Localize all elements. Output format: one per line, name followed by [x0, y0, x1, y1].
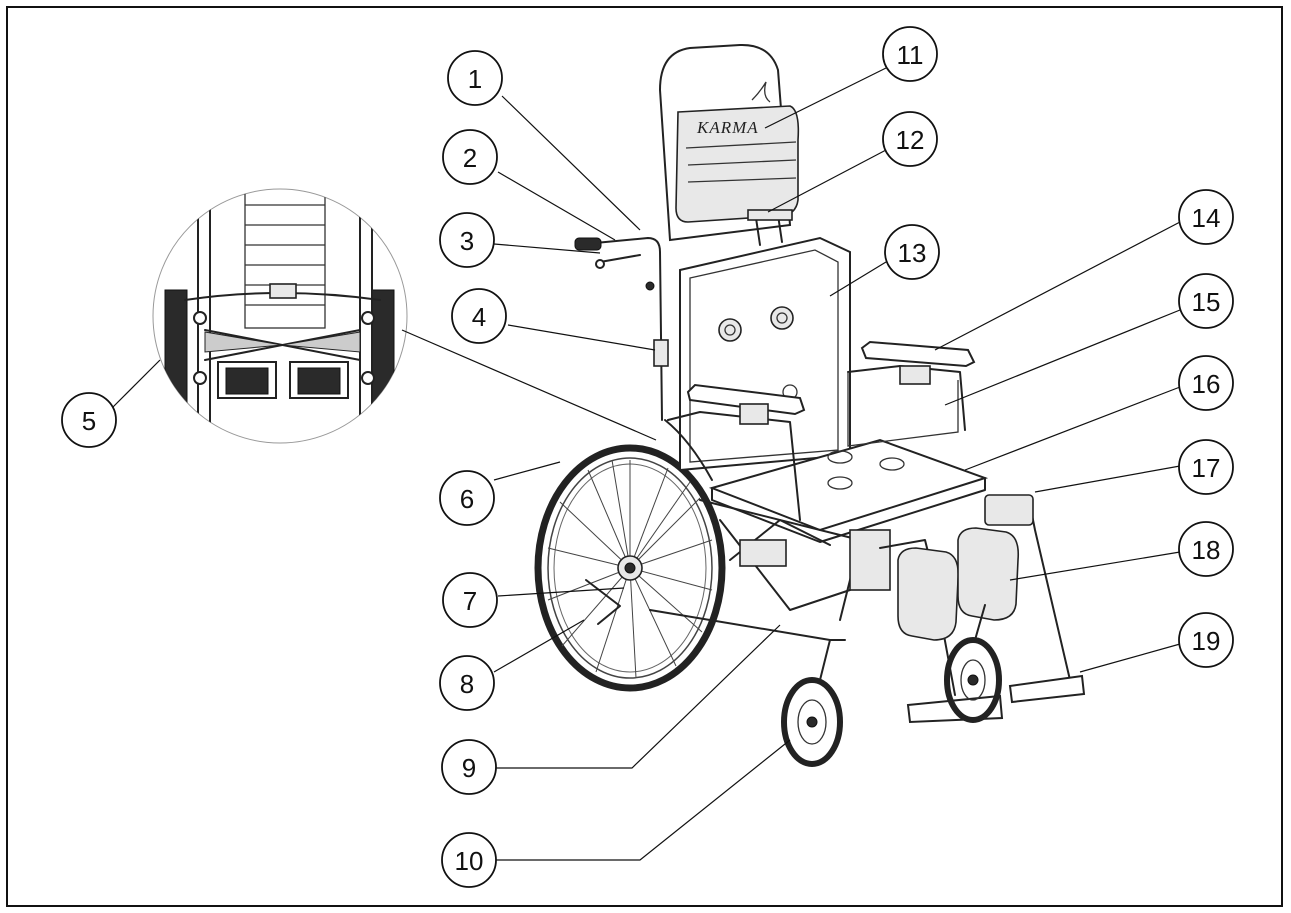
callout-3: 3 — [439, 212, 495, 268]
svg-text:6: 6 — [460, 484, 474, 514]
callout-6: 6 — [439, 470, 495, 526]
under-frame — [649, 499, 891, 641]
callout-4: 4 — [451, 288, 507, 344]
callout-12: 12 — [882, 111, 938, 167]
headrest: KARMA — [658, 43, 800, 246]
callout-1: 1 — [447, 50, 503, 106]
svg-text:9: 9 — [462, 753, 476, 783]
backrest — [679, 236, 851, 472]
callout-8: 8 — [439, 655, 495, 711]
push-handles — [574, 237, 669, 421]
svg-text:11: 11 — [897, 40, 924, 70]
callout-10: 10 — [441, 832, 497, 888]
svg-text:16: 16 — [1192, 369, 1221, 399]
diagram-frame — [6, 6, 1283, 907]
callout-2: 2 — [442, 129, 498, 185]
logo-text: KARMA — [696, 118, 759, 137]
svg-text:5: 5 — [82, 406, 96, 436]
svg-text:15: 15 — [1192, 287, 1221, 317]
callout-9: 9 — [441, 739, 497, 795]
leader-lines — [111, 67, 1181, 861]
svg-text:12: 12 — [896, 125, 925, 155]
svg-text:14: 14 — [1192, 203, 1221, 233]
wheelchair-illustration: KARMA — [534, 43, 1086, 767]
detail-inset — [152, 188, 408, 444]
svg-text:13: 13 — [898, 238, 927, 268]
callout-11: 11 — [882, 26, 938, 82]
svg-text:1: 1 — [468, 64, 482, 94]
svg-text:19: 19 — [1192, 626, 1221, 656]
svg-text:17: 17 — [1192, 453, 1221, 483]
svg-text:10: 10 — [455, 846, 484, 876]
seat — [708, 438, 989, 543]
callouts: 1 2 3 4 5 6 7 8 9 10 11 12 13 14 15 16 1… — [61, 26, 1234, 888]
callout-5: 5 — [61, 392, 117, 448]
callout-13: 13 — [884, 224, 940, 280]
callout-7: 7 — [442, 572, 498, 628]
callout-14: 14 — [1178, 189, 1234, 245]
svg-text:4: 4 — [472, 302, 486, 332]
armrests — [664, 340, 976, 521]
legrests — [879, 494, 1086, 724]
callout-19: 19 — [1178, 612, 1234, 668]
callout-15: 15 — [1178, 273, 1234, 329]
svg-text:18: 18 — [1192, 535, 1221, 565]
svg-text:2: 2 — [463, 143, 477, 173]
svg-text:3: 3 — [460, 226, 474, 256]
svg-text:7: 7 — [463, 586, 477, 616]
casters — [781, 604, 1002, 767]
callout-16: 16 — [1178, 355, 1234, 411]
callout-18: 18 — [1178, 521, 1234, 577]
rear-wheel — [534, 444, 726, 692]
svg-text:8: 8 — [460, 669, 474, 699]
callout-17: 17 — [1178, 439, 1234, 495]
